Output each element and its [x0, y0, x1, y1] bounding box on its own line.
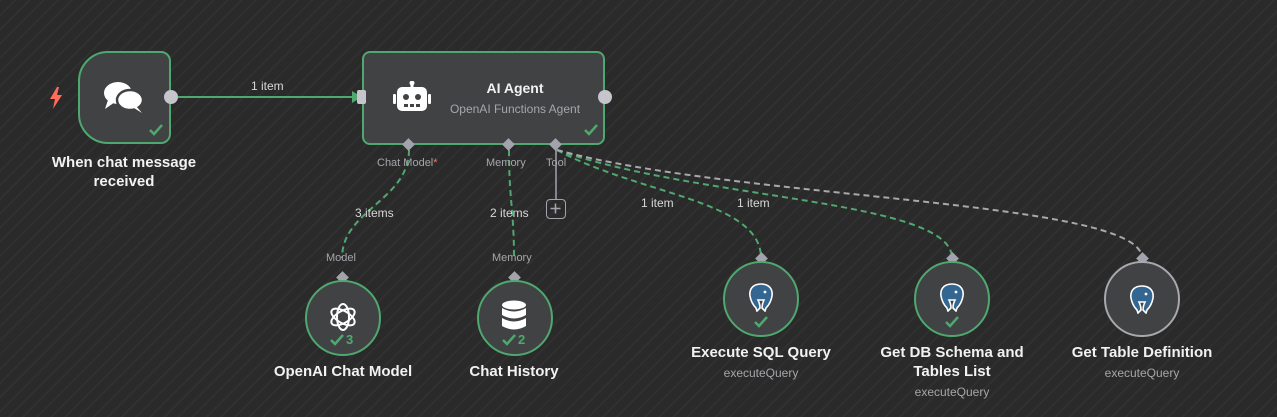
postgres-elephant-icon: [940, 283, 964, 312]
execute-sql-connection[interactable]: [556, 149, 762, 259]
get-table-def-connection[interactable]: [556, 149, 1143, 259]
memory-node-port-label: Memory: [492, 252, 532, 264]
chat-history-success-check-icon: [502, 334, 516, 346]
postgres-elephant-icon: [749, 283, 773, 312]
get-db-schema-sublabel: executeQuery: [914, 385, 990, 399]
get-table-definition-sublabel: executeQuery: [1104, 366, 1180, 380]
robot-icon: [393, 81, 431, 111]
trigger-success-check-icon: [149, 124, 163, 136]
execute-sql-query-sublabel: executeQuery: [723, 366, 799, 380]
postgres-elephant-icon: [1130, 285, 1154, 314]
chat-model-success-check-icon: [330, 334, 344, 346]
model-port-label: Model: [326, 252, 356, 264]
add-tool-button[interactable]: [546, 199, 566, 219]
memory-connection[interactable]: [508, 149, 515, 259]
trigger-node-label: When chat message received: [51, 154, 197, 190]
plus-icon: [550, 203, 561, 214]
memory-port-label: Memory: [486, 157, 526, 169]
main-connection-items-label: 1 item: [251, 79, 284, 93]
database-icon: [502, 300, 526, 330]
model-connection[interactable]: [341, 149, 410, 259]
agent-success-check-icon: [584, 124, 598, 136]
agent-output-handle[interactable]: [598, 90, 612, 104]
memory-connection-items-label: 2 items: [490, 206, 529, 220]
chat-history-run-count: 2: [518, 332, 526, 347]
chat-model-run-count: 3: [346, 332, 354, 347]
model-connection-items-label: 3 items: [355, 206, 394, 220]
get-schema-items-label: 1 item: [737, 196, 770, 210]
chat-bubbles-icon: [104, 82, 145, 113]
execute-sql-query-label: Execute SQL Query: [691, 344, 831, 361]
trigger-bolt-icon: [50, 87, 62, 109]
agent-subtitle: OpenAI Functions Agent: [449, 102, 581, 116]
openai-chat-model-node[interactable]: [305, 280, 381, 356]
openai-chat-model-label: OpenAI Chat Model: [273, 363, 413, 380]
get-table-definition-label: Get Table Definition: [1071, 344, 1213, 361]
agent-input-handle[interactable]: [357, 90, 366, 104]
agent-title: AI Agent: [486, 80, 544, 96]
get-schema-success-check-icon: [945, 316, 959, 328]
openai-icon: [330, 303, 356, 331]
execute-sql-items-label: 1 item: [641, 196, 674, 210]
tool-port-label: Tool: [546, 157, 567, 169]
execute-sql-success-check-icon: [754, 316, 768, 328]
chat-model-port-label: Chat Model*: [377, 157, 438, 169]
get-schema-connection[interactable]: [556, 149, 953, 259]
get-db-schema-label: Get DB Schema and Tables List: [880, 344, 1024, 380]
chat-history-label: Chat History: [469, 363, 559, 380]
trigger-output-handle[interactable]: [164, 90, 178, 104]
